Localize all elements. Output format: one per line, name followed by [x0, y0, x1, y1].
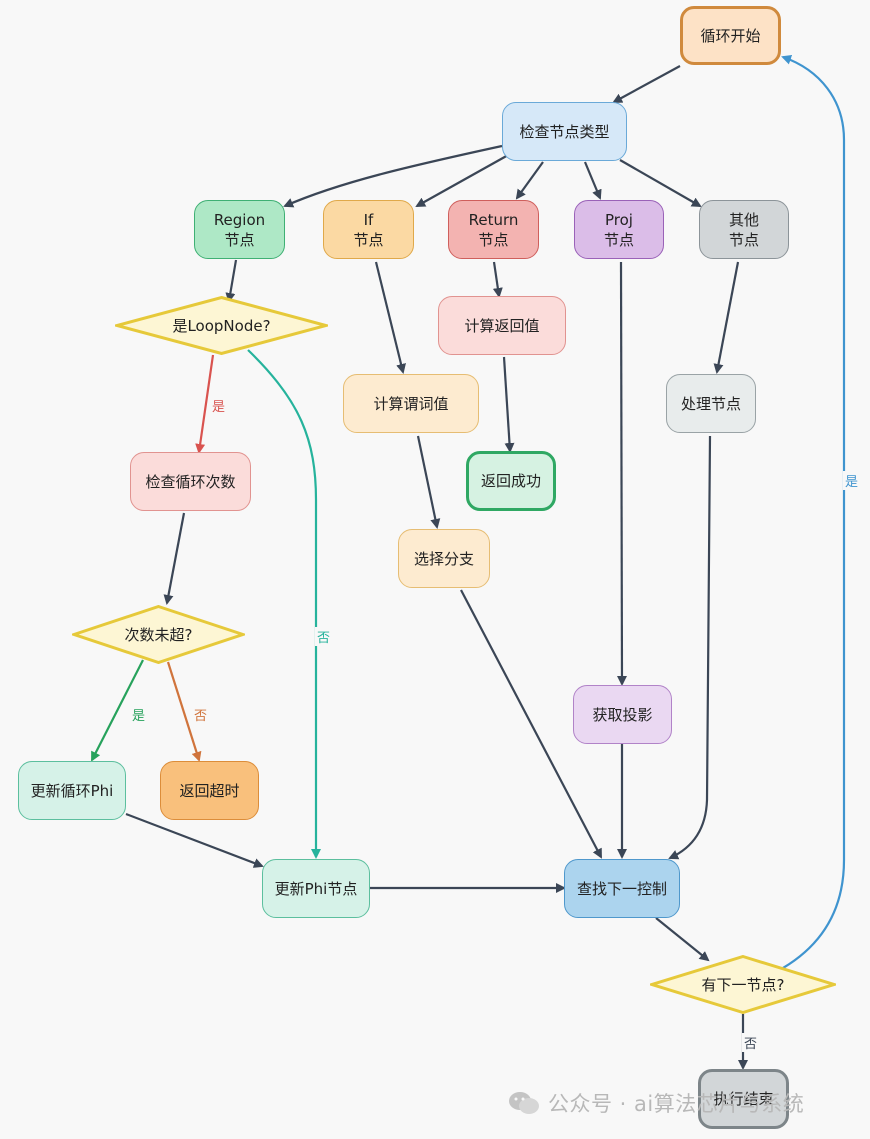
- edge-hasnext-yes: [781, 54, 846, 969]
- node-select-branch: 选择分支: [398, 529, 490, 588]
- edge-start-to-check: [612, 65, 681, 103]
- edge-region-to-loopnode: [225, 259, 238, 303]
- node-proj: Proj 节点: [574, 200, 664, 259]
- edge-checkloop-to-count: [163, 512, 186, 605]
- decision-is-loopnode-label: 是LoopNode?: [172, 317, 271, 335]
- node-check-loop-count: 检查循环次数: [130, 452, 251, 511]
- decision-is-loopnode: 是LoopNode?: [115, 296, 328, 355]
- edge-pred-to-branch: [416, 435, 441, 529]
- edge-ret-to-success: [502, 356, 515, 453]
- edge-check-to-region: [283, 144, 503, 208]
- edge-loopnode-no: [247, 349, 321, 859]
- node-handle: 处理节点: [666, 374, 756, 433]
- wechat-icon: [509, 1092, 539, 1114]
- node-compute-return: 计算返回值: [438, 296, 566, 355]
- decision-has-next-label: 有下一节点?: [701, 976, 785, 994]
- edge-label-next-no: 否: [742, 1033, 760, 1052]
- edge-return-to-ret: [492, 261, 503, 298]
- node-get-projection: 获取投影: [573, 685, 672, 744]
- edge-loopphi-to-phi: [125, 812, 264, 868]
- node-find-next-control: 查找下一控制: [564, 859, 680, 918]
- edge-count-yes: [91, 659, 144, 762]
- node-compute-predicate: 计算谓词值: [343, 374, 479, 433]
- edge-check-to-return: [515, 161, 544, 200]
- node-return-timeout: 返回超时: [160, 761, 259, 820]
- edge-loopnode-yes: [195, 354, 215, 454]
- edge-label-loop-yes: 是: [210, 396, 228, 415]
- edge-label-count-no: 否: [192, 705, 210, 724]
- edge-proj-to-getproj: [616, 261, 627, 686]
- decision-has-next: 有下一节点?: [650, 955, 836, 1014]
- edge-if-to-pred: [374, 261, 406, 374]
- edge-count-no: [166, 661, 202, 762]
- node-region: Region 节点: [194, 200, 285, 259]
- node-return-success: 返回成功: [466, 451, 556, 511]
- edge-label-next-yes: 是: [843, 471, 861, 490]
- node-if: If 节点: [323, 200, 414, 259]
- edge-branch-to-find: [460, 589, 602, 859]
- decision-count-not-exceeded: 次数未超?: [72, 605, 245, 664]
- edge-label-count-yes: 是: [130, 705, 148, 724]
- watermark-text: 公众号 · ai算法芯片与系统: [548, 1092, 805, 1116]
- node-other: 其他 节点: [699, 200, 789, 259]
- decision-count-not-exceeded-label: 次数未超?: [124, 626, 193, 644]
- node-loop-start: 循环开始: [680, 6, 781, 65]
- edge-other-to-handle: [713, 261, 740, 374]
- node-return: Return 节点: [448, 200, 539, 259]
- node-check-type: 检查节点类型: [502, 102, 627, 161]
- edge-find-to-hasnext: [655, 917, 710, 962]
- edge-check-to-proj: [583, 161, 602, 200]
- edge-check-to-other: [619, 159, 702, 207]
- node-update-phi: 更新Phi节点: [262, 859, 370, 918]
- node-update-loop-phi: 更新循环Phi: [18, 761, 126, 820]
- edge-check-to-if: [415, 153, 511, 207]
- edge-handle-to-find: [668, 435, 712, 860]
- watermark: 公众号 · ai算法芯片与系统: [508, 1088, 804, 1118]
- node-exec-end: 执行结束: [698, 1069, 789, 1129]
- edge-label-loop-no: 否: [315, 627, 333, 646]
